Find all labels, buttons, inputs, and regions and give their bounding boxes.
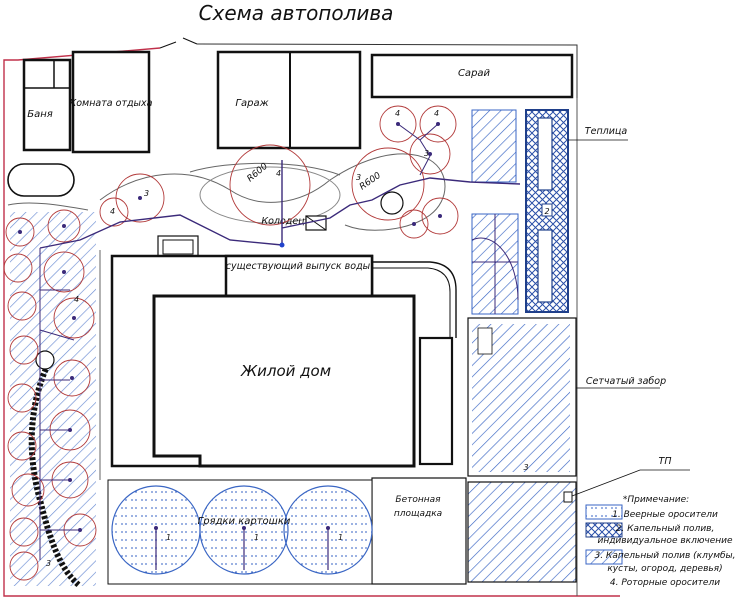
gate-left [159, 41, 177, 49]
radius-label-1: R600 [246, 161, 271, 184]
garden-marker: 3 [523, 463, 528, 472]
tp-box [563, 491, 573, 503]
gate-right [182, 37, 198, 45]
zone-marker-4b: 4 [434, 109, 439, 118]
water-outlet-label: существующий выпуск воды [226, 261, 371, 272]
pool-shape [7, 163, 75, 197]
rotor-circle-1 [5, 217, 35, 247]
legend-item-2b: индивидуальное включение [597, 536, 733, 546]
shed-label: Сарай [458, 68, 491, 79]
water-inlet-point [279, 242, 285, 248]
terrace [372, 261, 457, 338]
spray-marker-3: 1 [338, 533, 343, 542]
zone-marker-4e: 4 [74, 295, 79, 304]
fence-label: Сетчатый забор [586, 376, 666, 387]
concrete-label-2: площадка [394, 509, 442, 519]
property-boundary [3, 47, 620, 597]
sprinkler-heads [18, 122, 442, 532]
round-feature [380, 191, 404, 215]
rest-room-building [71, 50, 151, 154]
zone-marker-3c: 3 [144, 189, 149, 198]
zone-marker-4a: 4 [395, 109, 400, 118]
house-label: Жилой дом [240, 362, 331, 380]
left-drip-strip [10, 212, 96, 586]
north-fence [196, 43, 578, 98]
branch-pipes-left [39, 248, 78, 560]
legend-item-3a: 3. Капельный полив (клумбы, [594, 551, 735, 561]
garden-bottom-right [467, 481, 577, 583]
legend-swatch-3 [585, 549, 623, 565]
banya-label: Баня [27, 109, 53, 120]
rotor-circle-garden-2 [229, 144, 311, 226]
gazebo [157, 235, 199, 259]
tp-label: ТП [659, 456, 672, 467]
stepping-path [28, 358, 82, 589]
drip-zone-1 [471, 109, 517, 183]
concrete-label-1: Бетонная [395, 495, 441, 505]
legend-swatch-1 [585, 504, 623, 520]
house-annex [418, 336, 454, 466]
legend-item-1: 1. Веерные оросители [612, 510, 718, 520]
rest-room-label: Комната отдыха [70, 98, 153, 109]
radius-label-2: R600 [358, 171, 383, 193]
zone-marker-3a: 3 [424, 149, 429, 158]
branch-pipes-upper [397, 123, 439, 176]
flowerbed-outline [199, 166, 341, 224]
fountain [35, 350, 55, 370]
legend-heading: *Примечание: [623, 495, 689, 505]
zone-marker-4d: 4 [110, 207, 115, 216]
banya-building [22, 58, 72, 152]
legend-item-4: 4. Роторные оросители [610, 578, 720, 588]
water-outlet-room [224, 254, 374, 298]
zone-marker-3d: 3 [46, 559, 51, 568]
legend-item-2a: 2. Капельный полив, [616, 524, 715, 534]
zone-marker-4c: 4 [276, 169, 281, 178]
main-pipe [39, 160, 521, 249]
legend-swatch-2 [585, 522, 623, 538]
spray-marker-1: 1 [166, 533, 171, 542]
scheme-title: Схема автополива [199, 1, 394, 25]
garage-label: Гараж [235, 98, 268, 109]
spray-marker-2: 1 [254, 533, 259, 542]
greenhouse-marker: 2 [544, 207, 549, 216]
potato-beds-label: Грядки картошки [198, 516, 291, 527]
house-main [152, 294, 416, 468]
greenhouse-bed-1 [537, 117, 553, 191]
well-label: Колодец [261, 216, 304, 227]
garden-path [99, 153, 446, 231]
greenhouse-bed-2 [537, 229, 553, 303]
zone-marker-3b: 3 [356, 173, 361, 182]
concrete-pad [371, 477, 467, 585]
legend-item-3b: кусты, огород, деревья) [607, 564, 722, 574]
greenhouse-label: Теплица [585, 126, 628, 137]
shed-building [370, 53, 574, 99]
rotor-circle-2 [47, 209, 81, 243]
